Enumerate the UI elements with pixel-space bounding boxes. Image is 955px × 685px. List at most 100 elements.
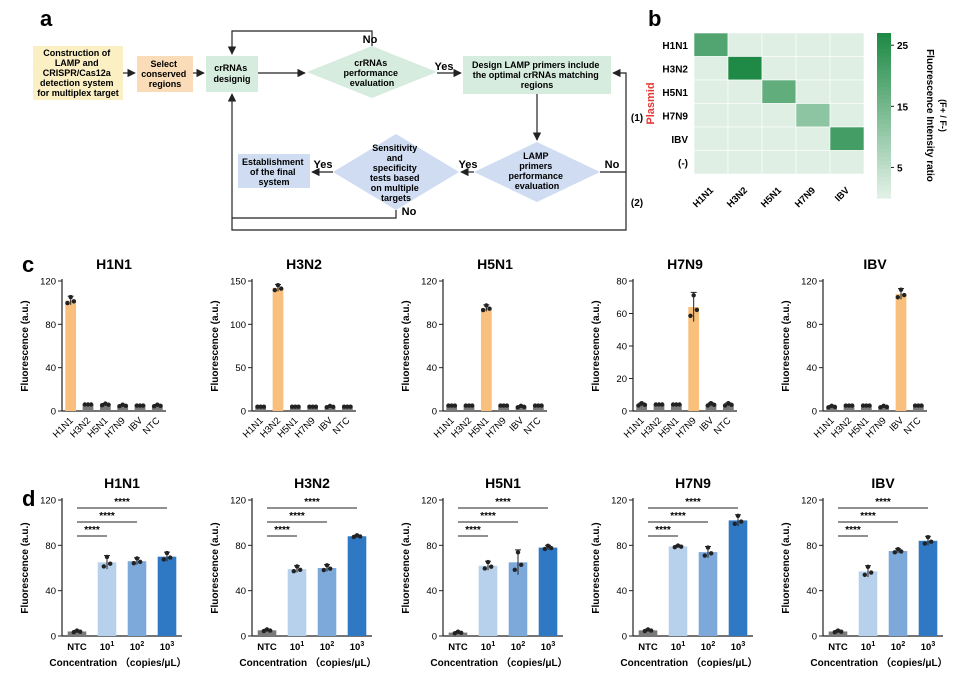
x-tick-label: 102 (701, 641, 716, 653)
colorbar-segment (877, 86, 891, 92)
significance-label: **** (655, 525, 671, 536)
colorbar-segment (877, 144, 891, 150)
x-tick-exponent: 2 (711, 641, 715, 648)
y-tick-label: 0 (51, 632, 56, 643)
replicate-dot (702, 553, 707, 558)
replicate-dot (884, 404, 890, 410)
x-tick-exponent: 3 (931, 641, 935, 648)
plot-title: H1N1 (96, 256, 132, 272)
bar (728, 520, 748, 636)
x-tick-exponent: 1 (681, 641, 685, 648)
y-tick-label: 0 (432, 632, 437, 643)
heatmap-cell (795, 126, 831, 151)
replicate-dot (504, 403, 510, 408)
sens-spec-text: Sensitivity and specificity tests based … (370, 143, 422, 203)
bar (463, 405, 475, 411)
replicate-dot (134, 403, 139, 408)
heatmap-cell (727, 103, 763, 128)
y-tick-label: 120 (40, 496, 56, 507)
y-axis-title: Fluorescence (a.u.) (20, 522, 31, 613)
heatmap-cell (727, 32, 763, 57)
replicate-dot (296, 404, 301, 409)
significance-label: **** (274, 525, 290, 536)
replicate-dot (549, 545, 554, 551)
x-tick-label: NTC (67, 642, 87, 653)
heatmap-row-label: H7N9 (662, 111, 688, 122)
x-tick-base: 10 (891, 642, 902, 653)
colorbar-segment (877, 111, 891, 117)
replicate-dot (168, 555, 173, 560)
x-tick-base: 10 (350, 642, 361, 653)
heatmap-cell (761, 32, 797, 57)
colorbar-segment (877, 82, 891, 88)
colorbar-segment (877, 78, 891, 84)
heatmap-col-label: H7N9 (793, 185, 818, 210)
y-tick-label: 80 (616, 541, 627, 552)
y-tick-label: 0 (622, 632, 627, 643)
crrnas-design-text: crRNAs designig (213, 63, 250, 84)
replicate-dot (78, 629, 83, 634)
bar (843, 405, 855, 411)
y-tick-label: 120 (801, 277, 817, 288)
y-tick-label: 40 (45, 363, 56, 374)
replicate-dot (709, 551, 714, 556)
y-axis-title: Fluorescence (a.u.) (401, 522, 412, 613)
bar (508, 562, 528, 636)
bar (324, 406, 336, 411)
colorbar-segment (877, 189, 891, 195)
y-axis-title: Fluorescence (a.u.) (781, 522, 792, 613)
heatmap-cell (693, 56, 729, 81)
colorbar-segment (877, 132, 891, 137)
bar (448, 632, 468, 636)
plot-title: H3N2 (294, 475, 330, 491)
x-tick-label: 101 (100, 641, 115, 653)
colorbar-segment (877, 165, 891, 170)
plot-title: H7N9 (675, 475, 711, 491)
y-tick-label: 60 (616, 309, 627, 320)
x-tick-label: NTC (141, 415, 163, 437)
label-yes-3: Yes (314, 159, 333, 171)
heatmap-ylabel: Plasmid (645, 82, 657, 124)
x-tick-base: 10 (861, 642, 872, 653)
heatmap-col-label: H1N1 (691, 185, 716, 210)
replicate-dot (705, 545, 711, 550)
replicate-dot (459, 630, 464, 636)
x-tick-label: NTC (902, 415, 924, 437)
replicate-dot (653, 402, 658, 407)
replicate-dot (294, 564, 300, 569)
replicate-dot (898, 287, 904, 292)
plot-title: H5N1 (477, 256, 513, 272)
heatmap-cell (829, 103, 865, 128)
replicate-dot (522, 404, 527, 410)
x-tick-label: NTC (331, 415, 353, 437)
x-tick-label: H7N9 (484, 415, 509, 440)
significance-label: **** (480, 511, 496, 522)
replicate-dot (694, 307, 700, 313)
heatmap-col-label: H3N2 (725, 185, 750, 210)
replicate-dot (489, 564, 494, 569)
replicate-dot (862, 572, 867, 577)
replicate-dot (65, 300, 70, 306)
x-tick-exponent: 3 (741, 641, 745, 648)
heatmap-row-label: H5N1 (662, 88, 688, 99)
plot-title: H7N9 (667, 256, 703, 272)
label-no-top: No (363, 34, 378, 46)
select-regions-box (137, 56, 193, 92)
replicate-dot (68, 294, 73, 300)
x-tick-exponent: 1 (871, 641, 875, 648)
y-axis-title: Fluorescence (a.u.) (210, 300, 221, 391)
heatmap-cell (761, 126, 797, 151)
replicate-dot (310, 404, 315, 409)
y-axis-title: Fluorescence (a.u.) (401, 300, 412, 391)
y-tick-label: 40 (806, 363, 817, 374)
heatmap-row-label: H1N1 (662, 41, 688, 52)
bar (67, 631, 87, 636)
colorbar-tick-label: 25 (897, 41, 909, 52)
colorbar-segment (877, 61, 891, 67)
replicate-dot (279, 286, 284, 291)
y-tick-label: 20 (616, 374, 627, 385)
